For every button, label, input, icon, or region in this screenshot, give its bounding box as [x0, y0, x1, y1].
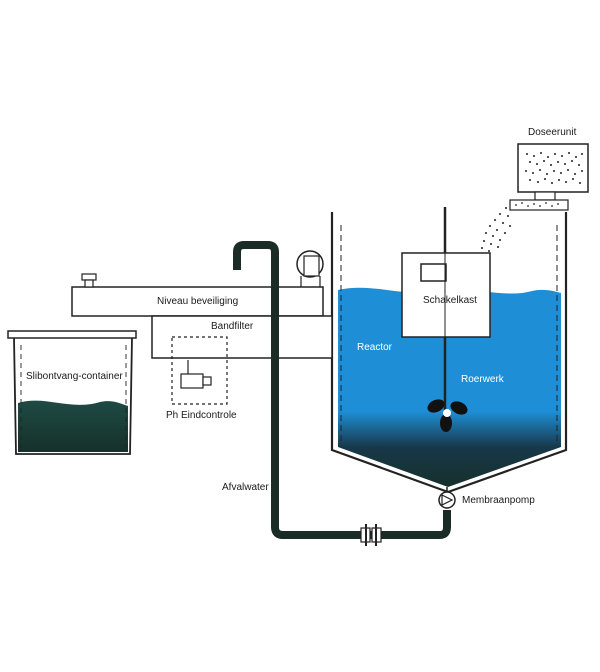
label-doseerunit: Doseerunit: [528, 127, 577, 138]
label-reactor: Reactor: [357, 342, 393, 353]
doseerunit-neck: [534, 191, 556, 201]
container-wall: [13, 337, 133, 455]
membraanpomp-icon: [438, 487, 456, 509]
container-rim: [7, 330, 137, 339]
schakelkast-box: [401, 252, 491, 338]
label-roerwerk: Roerwerk: [461, 374, 505, 385]
ph-dashed-enclosure: [171, 336, 228, 405]
container-sludge: [18, 400, 128, 452]
schakelkast-display: [420, 263, 447, 282]
label-ph-eindcontrole: Ph Eindcontrole: [166, 410, 237, 421]
dosing-particles: [481, 207, 511, 252]
afvalwater-pipe: [233, 241, 451, 539]
level-sensor-icon: [81, 273, 97, 281]
slibontvang-container: [7, 330, 137, 455]
ph-sensor-icon: [180, 373, 204, 389]
pump-motor-icon: [296, 250, 324, 287]
bandfilter-unit: [151, 315, 333, 359]
label-afvalwater: Afvalwater: [222, 482, 269, 493]
stirrer-propeller-icon: [427, 399, 468, 432]
niveau-beveiliging-unit: [71, 273, 324, 317]
label-niveau-beveiliging: Niveau beveiliging: [157, 296, 238, 307]
label-schakelkast: Schakelkast: [423, 295, 477, 306]
reactor-liquid: [338, 287, 561, 487]
doseerunit-feeder-dots: [515, 202, 559, 207]
label-slibontvang-container: Slibontvang-container: [26, 371, 123, 382]
doseerunit-feeder: [509, 199, 569, 211]
pipe-coupling-icon: [360, 524, 382, 546]
label-bandfilter: Bandfilter: [211, 321, 254, 332]
label-membraanpomp: Membraanpomp: [462, 495, 535, 506]
doseerunit: [481, 143, 589, 252]
doseerunit-granules: [525, 152, 583, 184]
ph-eindcontrole: [171, 336, 228, 405]
